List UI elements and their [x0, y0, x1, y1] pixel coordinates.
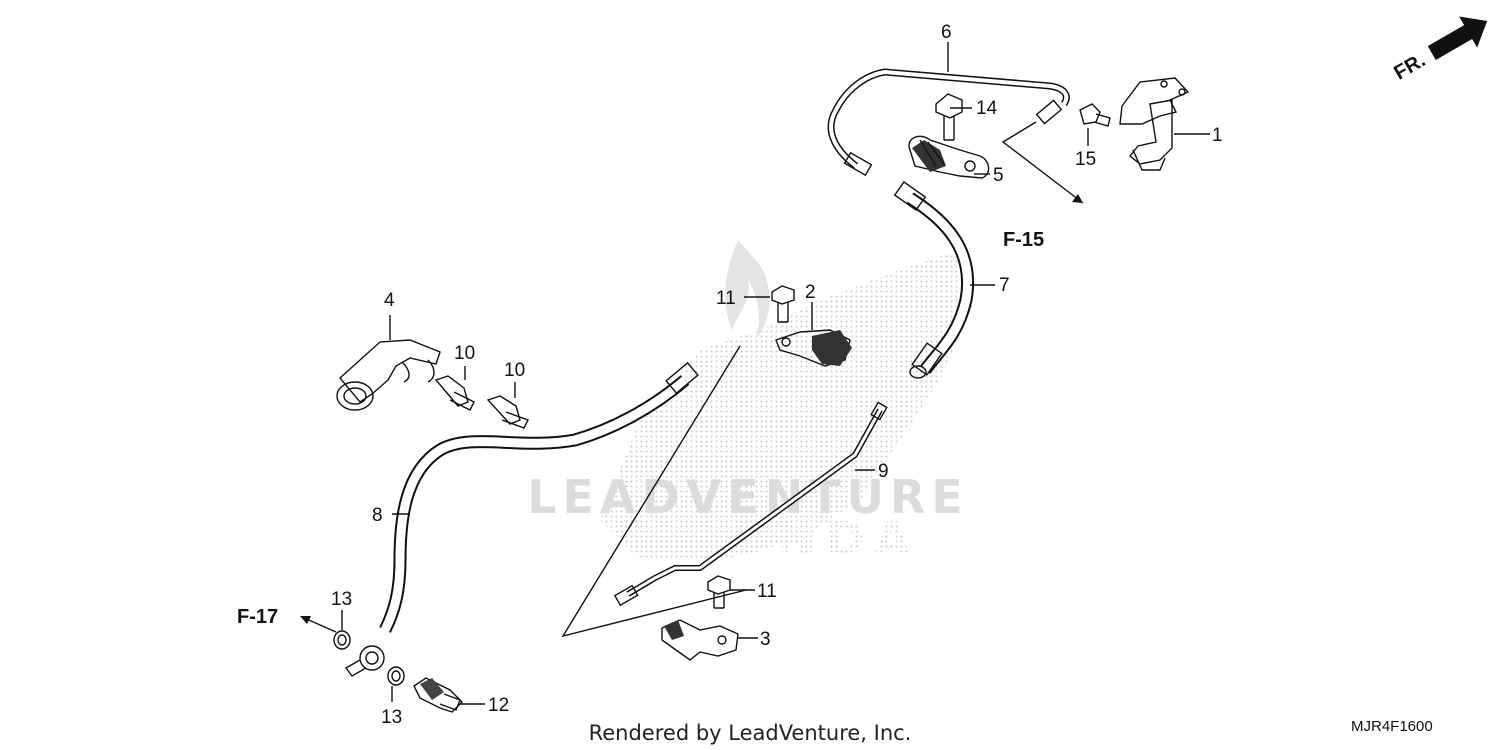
brake-pipe-part-6[interactable] [827, 68, 1070, 177]
label-part-3[interactable]: 3 [760, 629, 771, 650]
label-part-13-lower[interactable]: 13 [381, 707, 402, 728]
leader-lines [300, 42, 1210, 705]
direction-label: FR. [1390, 49, 1429, 84]
reference-f17[interactable]: F-17 [237, 606, 278, 628]
bracket-part-4[interactable] [336, 339, 441, 411]
brake-pipe-part-9[interactable] [613, 401, 888, 607]
label-part-4[interactable]: 4 [384, 290, 395, 311]
brake-hose-part-8[interactable] [344, 361, 699, 677]
label-part-10-right[interactable]: 10 [504, 360, 525, 381]
watermark-flame-icon [725, 240, 770, 340]
brake-hose-part-7[interactable] [893, 181, 974, 379]
reference-f15[interactable]: F-15 [1003, 229, 1044, 251]
watermark-leadventure-text: LEADVENTURE [527, 470, 969, 524]
bolt-part-11-lower[interactable] [707, 575, 731, 609]
clamp-part-5[interactable] [908, 135, 990, 179]
banjo-bolt-part-12[interactable] [413, 677, 463, 713]
label-part-1[interactable]: 1 [1212, 125, 1223, 146]
diagram-code: MJR4F1600 [1351, 718, 1433, 735]
label-part-11-lower[interactable]: 11 [757, 581, 777, 602]
label-part-6[interactable]: 6 [941, 22, 952, 43]
bolt-part-14[interactable] [935, 93, 963, 141]
washer-part-13-upper[interactable] [333, 630, 351, 650]
footer-credit: Rendered by LeadVenture, Inc. [589, 721, 912, 745]
bolt-part-11-upper[interactable] [771, 285, 795, 323]
bolt-part-10-right[interactable] [486, 395, 529, 429]
label-part-10-left[interactable]: 10 [454, 343, 475, 364]
clamp-part-2[interactable] [775, 329, 852, 367]
clamp-part-3[interactable] [661, 619, 739, 661]
watermark: LEADVENTURE HONDA [527, 240, 975, 566]
bolt-part-15[interactable] [1079, 103, 1111, 127]
part-labels: 6 1 14 15 5 7 2 11 4 10 10 8 9 11 3 13 1… [331, 22, 1223, 728]
bracket-part-1[interactable] [1119, 77, 1190, 171]
label-part-14[interactable]: 14 [976, 98, 998, 119]
label-part-7[interactable]: 7 [999, 275, 1010, 296]
label-part-11-upper[interactable]: 11 [716, 288, 736, 309]
watermark-wing-logo [600, 250, 975, 560]
front-direction-arrow-icon: FR. [1390, 16, 1488, 84]
label-part-9[interactable]: 9 [878, 461, 889, 482]
label-part-8[interactable]: 8 [372, 505, 383, 526]
washer-part-13-lower[interactable] [387, 666, 405, 686]
label-part-13-upper[interactable]: 13 [331, 589, 352, 610]
bolt-part-10-left[interactable] [434, 375, 475, 411]
label-part-15[interactable]: 15 [1075, 149, 1096, 170]
label-part-5[interactable]: 5 [993, 165, 1004, 186]
label-part-2[interactable]: 2 [805, 282, 816, 303]
label-part-12[interactable]: 12 [488, 695, 509, 716]
